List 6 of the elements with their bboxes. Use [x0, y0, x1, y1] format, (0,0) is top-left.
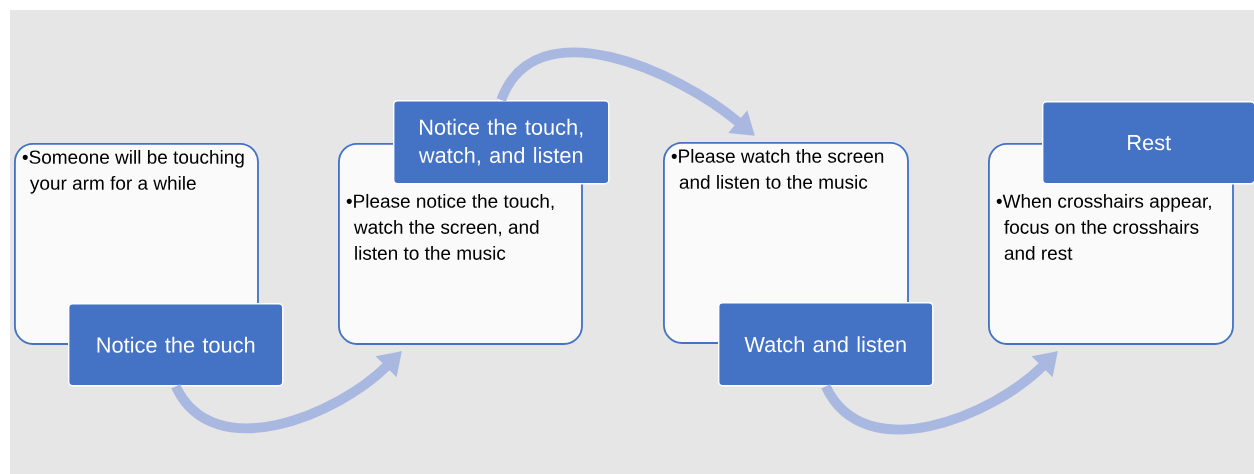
curved-arrow [171, 351, 402, 433]
step-label-box: Notice the touch [68, 303, 284, 387]
step-label-box: Watch and listen [718, 302, 934, 387]
step-label-box: Notice the touch, watch, and listen [393, 100, 610, 185]
curved-arrow [821, 351, 1058, 435]
step-label-box: Rest [1042, 101, 1254, 185]
